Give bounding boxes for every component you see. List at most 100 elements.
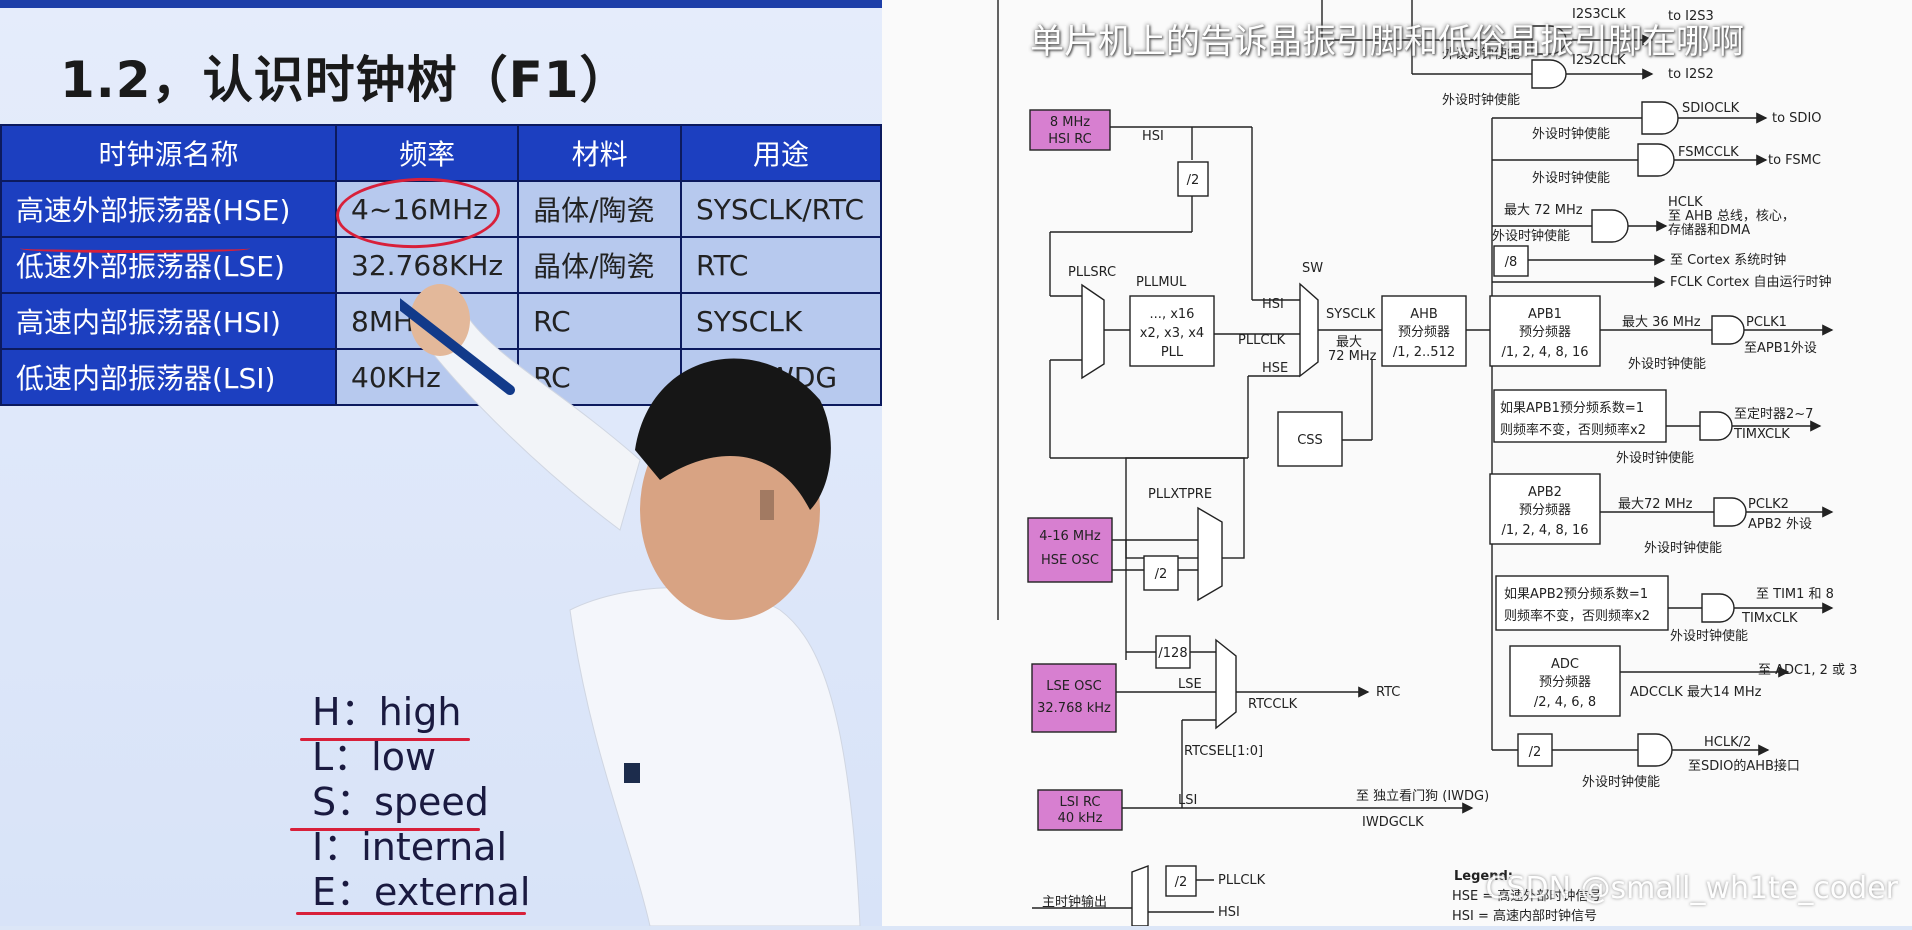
hse-osc-label: 4-16 MHz	[1039, 529, 1101, 544]
ahb-label: AHB	[1410, 307, 1438, 322]
lse-osc-label: 32.768 kHz	[1037, 701, 1111, 716]
timxclk2-label: TIMxCLK	[1741, 611, 1798, 626]
column-header: 用途	[681, 125, 881, 181]
lsi-line-label: LSI	[1178, 793, 1197, 808]
periph-enable-label: 外设时钟使能	[1670, 628, 1748, 644]
apb2-label: /1, 2, 4, 8, 16	[1501, 523, 1588, 538]
periph-enable-label: 外设时钟使能	[1532, 170, 1610, 186]
periph-enable-label: 外设时钟使能	[1644, 540, 1722, 556]
column-header: 材料	[518, 125, 681, 181]
pllsrc-label: PLLSRC	[1068, 265, 1116, 280]
lse-line-label: LSE	[1178, 677, 1202, 692]
pll-label: x2, x3, x4	[1140, 326, 1204, 341]
pclk1-label: PCLK1	[1746, 315, 1787, 330]
table-cell: 晶体/陶瓷	[518, 181, 681, 237]
red-underline-annotation	[20, 244, 250, 253]
to-tim27-label: 至定时器2~7	[1734, 407, 1813, 422]
to-sdio-label: to SDIO	[1772, 111, 1822, 126]
column-header: 时钟源名称	[1, 125, 336, 181]
div128-label: /128	[1158, 646, 1187, 661]
to-apb1-label: 至APB1外设	[1744, 341, 1817, 356]
hsi-mux-label: HSI	[1262, 297, 1284, 312]
div8-label: /8	[1505, 255, 1518, 270]
max72-label: 72 MHz	[1328, 349, 1377, 364]
apb1-note-label: 如果APB1预分频系数=1	[1500, 400, 1644, 416]
periph-enable-label: 外设时钟使能	[1582, 774, 1660, 790]
apb2-note-label: 如果APB2预分频系数=1	[1504, 586, 1648, 602]
cortex-timer-label: 至 Cortex 系统时钟	[1670, 252, 1786, 268]
hclk-label: HCLK	[1668, 195, 1703, 210]
apb2-label: APB2	[1528, 485, 1562, 500]
video-subtitle: 单片机上的告诉晶振引脚和低俗晶振引脚在哪啊	[1030, 14, 1744, 63]
table-cell: 高速外部振荡器(HSE)	[1, 181, 336, 237]
adcclk-label: ADCCLK 最大14 MHz	[1630, 685, 1762, 700]
column-header: 频率	[336, 125, 518, 181]
fclk-label: FCLK Cortex 自由运行时钟	[1670, 274, 1832, 290]
pllclk-label: PLLCLK	[1238, 333, 1286, 348]
div2-label: /2	[1155, 567, 1168, 582]
legend-hsi: HSI = 高速内部时钟信号	[1452, 908, 1597, 924]
hsi-rc-label: HSI RC	[1048, 132, 1091, 147]
apb2-note-label: 则频率不变，否则频率x2	[1504, 608, 1650, 624]
hclk2-label: HCLK/2	[1704, 735, 1751, 750]
lse-osc-label: LSE OSC	[1046, 679, 1101, 694]
pll-label: ..., x16	[1150, 307, 1195, 322]
iwdgclk-label: IWDGCLK	[1362, 815, 1424, 830]
hse-mux-label: HSE	[1262, 361, 1288, 376]
fsmcclk-label: FSMCCLK	[1678, 145, 1739, 160]
css-label: CSS	[1297, 433, 1323, 448]
rtcclk-label: RTCCLK	[1248, 697, 1298, 712]
table-header-row: 时钟源名称 频率 材料 用途	[1, 125, 881, 181]
slide-top-bar	[0, 0, 882, 8]
to-adc-label: 至 ADC1, 2 或 3	[1758, 663, 1857, 678]
timxclk-label: TIMXCLK	[1733, 427, 1790, 442]
apb1-label: /1, 2, 4, 8, 16	[1501, 345, 1588, 360]
rtcsel-label: RTCSEL[1:0]	[1184, 744, 1263, 759]
periph-enable-label: 外设时钟使能	[1532, 126, 1610, 142]
table-cell: 低速内部振荡器(LSI)	[1, 349, 336, 405]
pclk2-label: PCLK2	[1748, 497, 1789, 512]
slide-title: 1.2，认识时钟树（F1）	[60, 40, 631, 112]
to-i2s2-label: to I2S2	[1668, 67, 1714, 82]
max72-label: 最大	[1336, 335, 1362, 350]
iwdg-label: 至 独立看门狗 (IWDG)	[1356, 788, 1489, 804]
apb1-note-label: 则频率不变，否则频率x2	[1500, 422, 1646, 438]
div2-label: /2	[1175, 875, 1188, 890]
sysclk-label: SYSCLK	[1326, 307, 1376, 322]
max36-label: 最大 36 MHz	[1622, 315, 1701, 330]
presenter-figure	[400, 280, 1040, 926]
adc-label: 预分频器	[1539, 675, 1591, 690]
periph-enable-label: 外设时钟使能	[1492, 228, 1570, 244]
pllxtpre-label: PLLXTPRE	[1148, 487, 1212, 502]
lsi-rc-label: 40 kHz	[1058, 811, 1103, 826]
max72b-label: 最大72 MHz	[1618, 497, 1693, 512]
hsi-rc-label: 8 MHz	[1050, 115, 1090, 130]
to-tim18-label: 至 TIM1 和 8	[1756, 587, 1834, 602]
adc-label: /2, 4, 6, 8	[1534, 695, 1596, 710]
adc-label: ADC	[1551, 657, 1579, 672]
lsi-rc-label: LSI RC	[1060, 795, 1101, 810]
max72mhz-label: 最大 72 MHz	[1504, 203, 1583, 218]
table-cell: 高速内部振荡器(HSI)	[1, 293, 336, 349]
hclk-desc-label: 至 AHB 总线，核心，	[1668, 209, 1795, 224]
sdioclk-label: SDIOCLK	[1682, 101, 1740, 116]
pll-label: PLL	[1161, 345, 1184, 360]
div2-label: /2	[1187, 173, 1200, 188]
periph-enable-label: 外设时钟使能	[1616, 450, 1694, 466]
hsi-line-label: HSI	[1142, 129, 1164, 144]
hclk-desc-label: 存储器和DMA	[1668, 223, 1750, 238]
apb2-label: 预分频器	[1519, 503, 1571, 518]
pllmul-label: PLLMUL	[1136, 275, 1187, 290]
periph-enable-label: 外设时钟使能	[1628, 356, 1706, 372]
mco-label: 主时钟输出	[1042, 894, 1107, 910]
ahb-label: 预分频器	[1398, 325, 1450, 340]
rtc-label: RTC	[1376, 685, 1400, 700]
apb1-label: 预分频器	[1519, 325, 1571, 340]
hse-osc-label: HSE OSC	[1041, 553, 1099, 568]
mco-pllclk-label: PLLCLK	[1218, 873, 1266, 888]
div2-label: /2	[1529, 745, 1542, 760]
csdn-watermark: CSDN @small_wh1te_coder	[1485, 871, 1898, 906]
to-fsmc-label: to FSMC	[1768, 153, 1821, 168]
to-sdio-ahb-label: 至SDIO的AHB接口	[1688, 758, 1800, 774]
apb1-label: APB1	[1528, 307, 1562, 322]
